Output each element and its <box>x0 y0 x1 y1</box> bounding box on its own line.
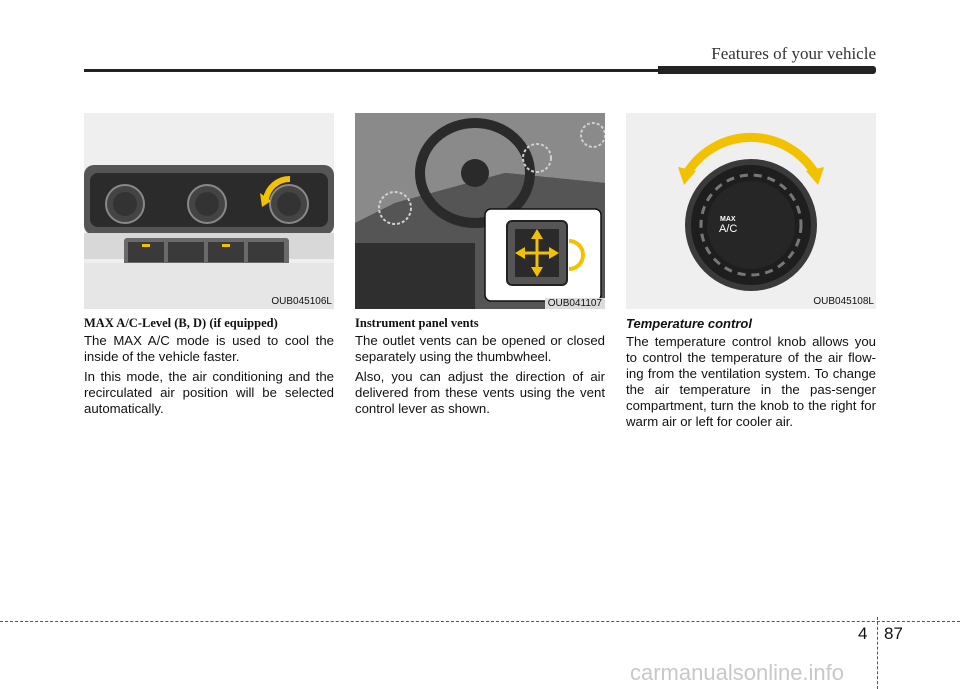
knob-label-ac: A/C <box>719 223 738 235</box>
column-temperature-control: Temperature control The temperature cont… <box>626 316 876 434</box>
header-rule <box>84 69 658 72</box>
column-max-ac: MAX A/C-Level (B, D) (if equipped) The M… <box>84 316 334 421</box>
figure-label: OUB045108L <box>813 296 874 307</box>
section-heading: Instrument panel vents <box>355 316 479 330</box>
paragraph: The outlet vents can be opened or closed… <box>355 333 605 364</box>
section-heading: MAX A/C-Level (B, D) (if equipped) <box>84 316 278 330</box>
paragraph: In this mode, the air conditioning and t… <box>84 369 334 416</box>
figure-climate-panel: OUB045106L <box>84 113 334 309</box>
figure-label: OUB041107 <box>544 298 605 309</box>
column-instrument-vents: Instrument panel vents The outlet vents … <box>355 316 605 421</box>
section-heading: Temperature control <box>626 316 752 331</box>
page-number: 87 <box>884 624 903 643</box>
figure-instrument-vents: OUB041107 <box>355 113 605 309</box>
chapter-number: 4 <box>858 624 868 643</box>
figure-label: OUB045106L <box>271 296 332 307</box>
footer-rule <box>0 621 960 622</box>
paragraph: The MAX A/C mode is used to cool the ins… <box>84 333 334 364</box>
header-rule-accent <box>658 66 876 74</box>
knob-label-max: MAX <box>720 216 736 223</box>
paragraph: Also, you can adjust the direction of ai… <box>355 369 605 416</box>
paragraph: The temperature control knob allows you … <box>626 334 876 429</box>
watermark: carmanualsonline.info <box>630 660 845 685</box>
page-header-title: Features of your vehicle <box>711 44 876 63</box>
figure-temperature-knob: MAX A/C OUB045108L <box>626 113 876 309</box>
footer-separator <box>877 617 878 689</box>
